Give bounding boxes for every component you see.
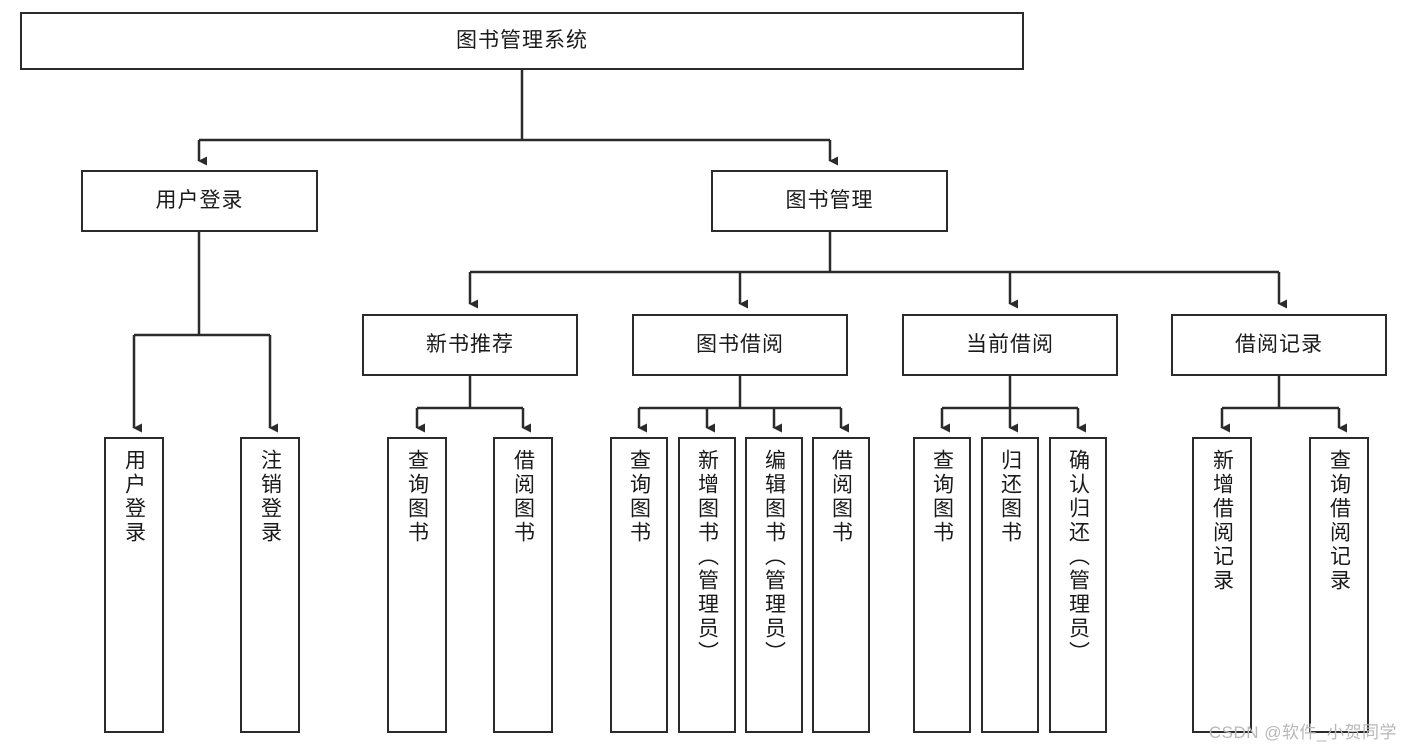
leaf-borrow-record-add-record[interactable]: 新增借阅记录 — [1192, 437, 1252, 733]
node-current-borrow[interactable]: 当前借阅 — [902, 314, 1118, 376]
leaf-user-login-login-label: 用户登录 — [122, 449, 146, 545]
leaf-new-book-query-book[interactable]: 查询图书 — [387, 437, 447, 733]
leaf-borrow-record-query-record-label: 查询借阅记录 — [1327, 449, 1351, 593]
leaf-book-borrow-query-book-label: 查询图书 — [627, 449, 651, 545]
node-borrow-record[interactable]: 借阅记录 — [1171, 314, 1387, 376]
leaf-borrow-record-add-record-label: 新增借阅记录 — [1210, 449, 1234, 593]
node-current-borrow-label: 当前借阅 — [966, 332, 1054, 356]
leaf-book-borrow-add-book-label: 新增图书（管理员） — [695, 449, 719, 665]
node-borrow-record-label: 借阅记录 — [1235, 332, 1323, 356]
leaf-user-login-logout[interactable]: 注销登录 — [240, 437, 300, 733]
leaf-current-borrow-query-book-label: 查询图书 — [930, 449, 954, 545]
node-new-book-recommend[interactable]: 新书推荐 — [362, 314, 578, 376]
leaf-new-book-query-book-label: 查询图书 — [405, 449, 429, 545]
csdn-watermark: CSDN @软件_小贺同学 — [1208, 723, 1397, 742]
leaf-current-borrow-query-book[interactable]: 查询图书 — [913, 437, 971, 733]
node-book-borrow-label: 图书借阅 — [696, 332, 784, 356]
leaf-book-borrow-borrow-book[interactable]: 借阅图书 — [812, 437, 870, 733]
leaf-book-borrow-add-book[interactable]: 新增图书（管理员） — [678, 437, 736, 733]
leaf-book-borrow-borrow-book-label: 借阅图书 — [829, 449, 853, 545]
leaf-book-borrow-edit-book-label: 编辑图书（管理员） — [762, 449, 786, 665]
node-user-login[interactable]: 用户登录 — [81, 170, 318, 232]
leaf-current-borrow-confirm-return-label: 确认归还（管理员） — [1066, 449, 1090, 665]
leaf-new-book-borrow-book-label: 借阅图书 — [511, 449, 535, 545]
leaf-current-borrow-confirm-return[interactable]: 确认归还（管理员） — [1049, 437, 1107, 733]
node-user-login-label: 用户登录 — [155, 188, 244, 212]
leaf-borrow-record-query-record[interactable]: 查询借阅记录 — [1309, 437, 1369, 733]
node-root-system[interactable]: 图书管理系统 — [20, 12, 1024, 70]
node-new-book-recommend-label: 新书推荐 — [426, 332, 514, 356]
leaf-current-borrow-return-book-label: 归还图书 — [998, 449, 1022, 545]
leaf-new-book-borrow-book[interactable]: 借阅图书 — [493, 437, 553, 733]
leaf-user-login-login[interactable]: 用户登录 — [104, 437, 164, 733]
node-root-system-label: 图书管理系统 — [456, 28, 588, 52]
node-book-management[interactable]: 图书管理 — [711, 170, 948, 232]
node-book-management-label: 图书管理 — [785, 188, 874, 212]
leaf-user-login-logout-label: 注销登录 — [258, 449, 282, 545]
leaf-book-borrow-query-book[interactable]: 查询图书 — [610, 437, 668, 733]
node-book-borrow[interactable]: 图书借阅 — [632, 314, 848, 376]
leaf-book-borrow-edit-book[interactable]: 编辑图书（管理员） — [745, 437, 803, 733]
leaf-current-borrow-return-book[interactable]: 归还图书 — [981, 437, 1039, 733]
